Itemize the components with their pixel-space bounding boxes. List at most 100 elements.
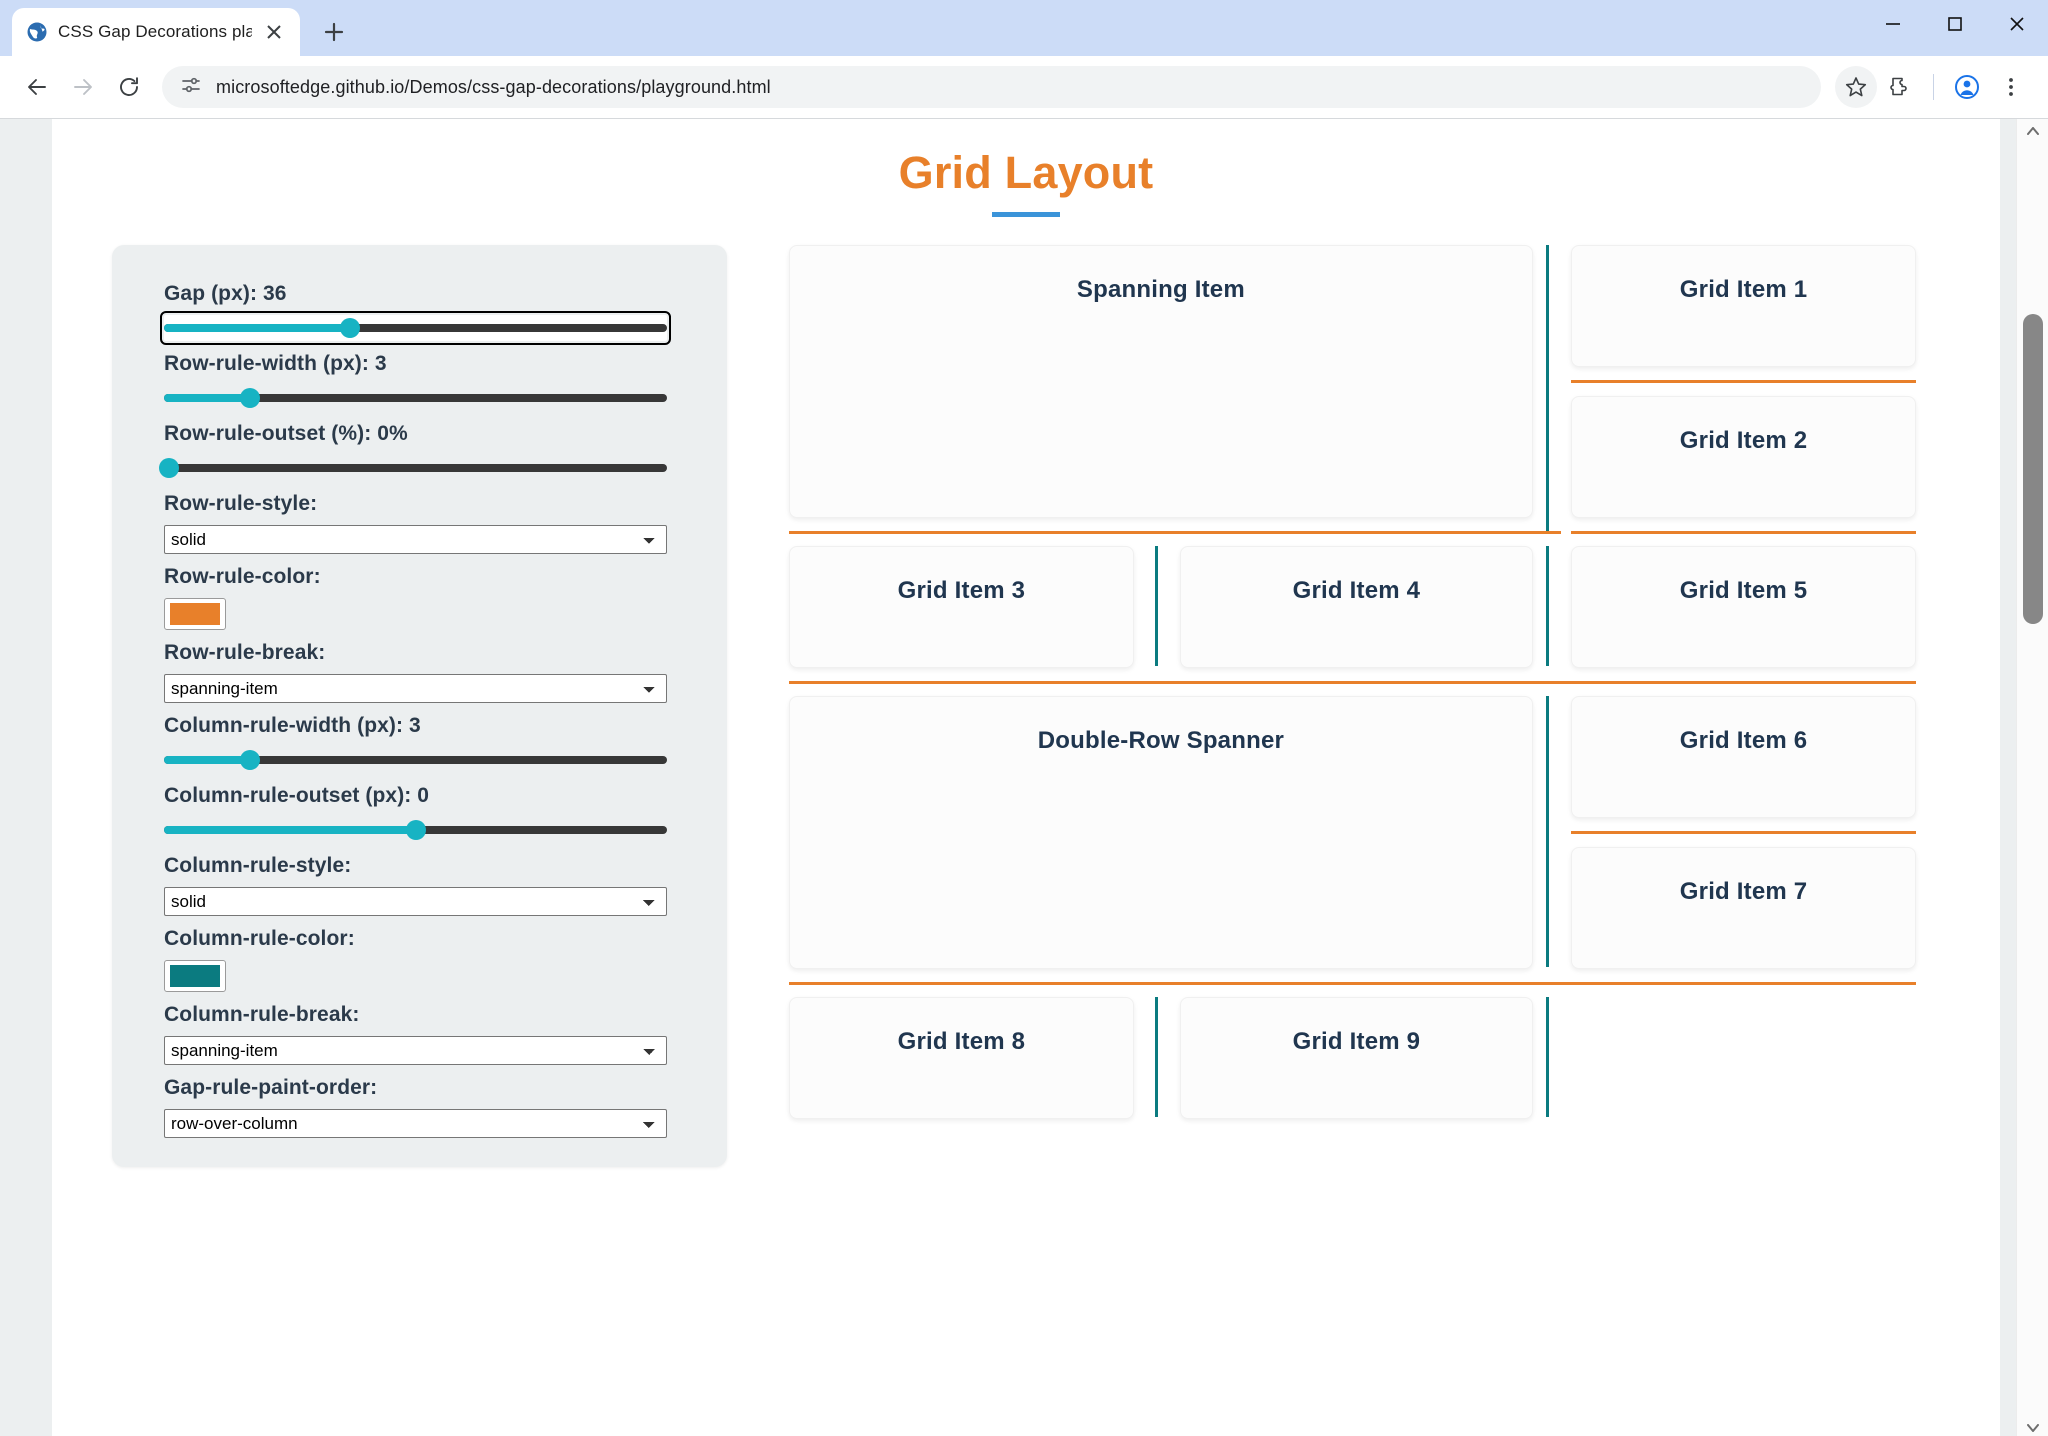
grid-item-label: Grid Item 4 [1292,577,1421,604]
profile-avatar-icon[interactable] [1946,66,1988,108]
page-title: Grid Layout [898,147,1154,198]
column-rule-style-select[interactable]: solid [164,887,667,916]
control-label: Gap (px): 36 [164,282,287,305]
double-row-spanner[interactable]: Double-Row Spanner [789,696,1533,969]
scrollbar-thumb[interactable] [2023,314,2043,624]
control-row-rule-width: Row-rule-width (px): 3 [164,352,667,411]
playground-layout: Gap (px): 36 Row-rule-width (px): 3 [84,217,1968,1167]
url-text: microsoftedge.github.io/Demos/css-gap-de… [216,76,771,97]
row-rule [789,982,1916,985]
control-column-rule-width: Column-rule-width (px): 3 [164,714,667,773]
control-label: Row-rule-color: [164,565,321,588]
grid-item-label: Spanning Item [1076,276,1245,303]
grid-item-label: Grid Item 7 [1679,878,1808,905]
column-rule-color-picker[interactable] [164,960,226,992]
site-info-icon[interactable] [180,74,202,101]
row-rule [1571,531,1916,534]
column-rule [1546,245,1550,531]
control-row-rule-style: Row-rule-style: solid [164,492,667,554]
spanning-item[interactable]: Spanning Item [789,245,1533,518]
close-icon[interactable] [1986,0,2048,48]
browser-tab[interactable]: CSS Gap Decorations playgroun [12,8,300,56]
three-dot-menu-icon[interactable] [1990,66,2032,108]
reload-icon[interactable] [108,66,150,108]
control-label: Column-rule-break: [164,1003,360,1026]
tab-strip: CSS Gap Decorations playgroun [0,0,2048,56]
row-rule [1571,380,1916,383]
grid-item-label: Grid Item 1 [1679,276,1808,303]
page-viewport: Grid Layout Gap (px): 36 Row-rule-width … [0,118,2048,1436]
close-icon[interactable] [262,20,286,44]
toolbar-divider [1933,74,1934,100]
address-bar[interactable]: microsoftedge.github.io/Demos/css-gap-de… [162,66,1821,108]
grid-item-6[interactable]: Grid Item 6 [1571,696,1916,818]
grid-item-label: Grid Item 8 [897,1028,1026,1055]
grid-item-8[interactable]: Grid Item 8 [789,997,1134,1119]
control-label: Column-rule-color: [164,927,355,950]
control-label: Row-rule-break: [164,641,326,664]
column-rule-break-select[interactable]: spanning-item [164,1036,667,1065]
control-column-rule-outset: Column-rule-outset (px): 0 [164,784,667,843]
back-arrow-icon[interactable] [16,66,58,108]
grid-item-label: Grid Item 5 [1679,577,1808,604]
page-content: Grid Layout Gap (px): 36 Row-rule-width … [52,119,2000,1436]
control-gap: Gap (px): 36 [160,282,671,345]
control-label: Row-rule-style: [164,492,318,515]
extensions-puzzle-icon[interactable] [1879,66,1921,108]
column-rule [1155,546,1159,666]
control-label: Column-rule-width (px): 3 [164,714,421,737]
toolbar-actions [1835,66,2032,108]
control-column-rule-style: Column-rule-style: solid [164,854,667,916]
browser-toolbar: microsoftedge.github.io/Demos/css-gap-de… [0,56,2048,118]
grid-demo: Spanning Item Grid Item 1 Grid Item 2 Gr… [789,245,1916,1119]
control-row-rule-break: Row-rule-break: spanning-item [164,641,667,703]
maximize-icon[interactable] [1924,0,1986,48]
controls-panel: Gap (px): 36 Row-rule-width (px): 3 [112,245,727,1167]
column-rule [1546,997,1550,1117]
control-gap-rule-paint-order: Gap-rule-paint-order: row-over-column [164,1076,667,1138]
window-controls [1862,0,2048,48]
star-icon[interactable] [1835,66,1877,108]
grid-item-label: Grid Item 2 [1679,427,1808,454]
gap-rule-paint-order-select[interactable]: row-over-column [164,1109,667,1138]
row-rule-break-select[interactable]: spanning-item [164,674,667,703]
tab-title: CSS Gap Decorations playgroun [58,22,252,41]
color-preview [170,965,220,987]
forward-arrow-icon[interactable] [62,66,104,108]
row-rule-color-picker[interactable] [164,598,226,630]
column-rule [1155,997,1159,1117]
grid-item-label: Grid Item 9 [1292,1028,1421,1055]
control-label: Row-rule-width (px): 3 [164,352,387,375]
row-rule-outset-slider[interactable] [159,455,667,481]
control-label: Row-rule-outset (%): 0% [164,422,408,445]
grid-item-3[interactable]: Grid Item 3 [789,546,1134,668]
gap-slider[interactable] [160,311,671,345]
column-rule [1546,696,1550,967]
row-rule [1571,831,1916,834]
column-rule-outset-slider[interactable] [164,817,667,843]
color-preview [170,603,220,625]
grid-item-9[interactable]: Grid Item 9 [1180,997,1533,1119]
control-label: Gap-rule-paint-order: [164,1076,378,1099]
grid-item-2[interactable]: Grid Item 2 [1571,396,1916,518]
grid-item-label: Grid Item 3 [897,577,1026,604]
control-label: Column-rule-outset (px): 0 [164,784,430,807]
new-tab-button[interactable] [312,10,356,54]
column-rule-width-slider[interactable] [164,747,667,773]
row-rule-width-slider[interactable] [164,385,667,411]
grid-item-7[interactable]: Grid Item 7 [1571,847,1916,969]
row-rule [789,531,1561,534]
control-column-rule-break: Column-rule-break: spanning-item [164,1003,667,1065]
control-row-rule-color: Row-rule-color: [164,565,667,630]
title-underline [992,212,1060,217]
grid-item-5[interactable]: Grid Item 5 [1571,546,1916,668]
grid-item-1[interactable]: Grid Item 1 [1571,245,1916,367]
row-rule [789,681,1916,684]
grid-item-4[interactable]: Grid Item 4 [1180,546,1533,668]
control-row-rule-outset: Row-rule-outset (%): 0% [159,422,667,481]
row-rule-style-select[interactable]: solid [164,525,667,554]
minimize-icon[interactable] [1862,0,1924,48]
scrollbar-up-arrow[interactable] [2017,119,2048,143]
scrollbar-down-arrow[interactable] [2017,1424,2048,1432]
page-scrollbar[interactable] [2016,119,2048,1436]
